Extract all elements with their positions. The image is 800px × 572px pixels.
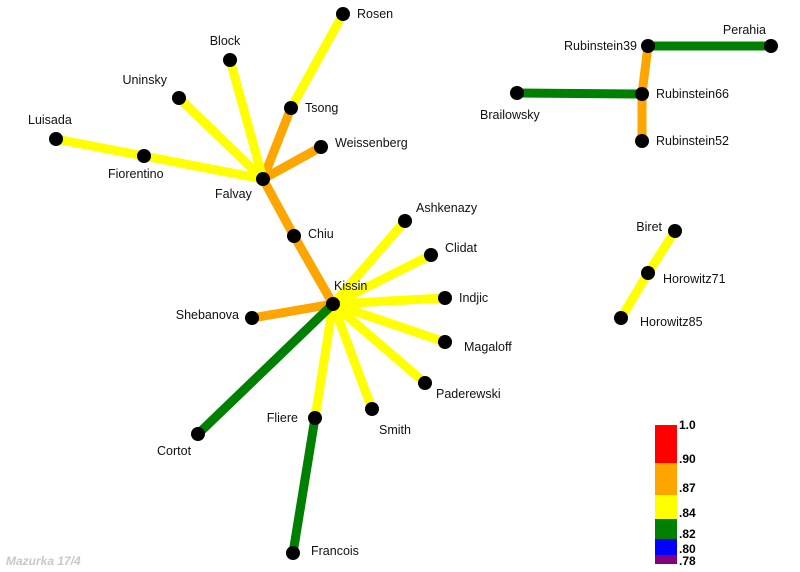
legend-swatch-3 xyxy=(655,519,677,539)
legend-tick-label: .82 xyxy=(679,527,696,541)
node-label-tsong: Tsong xyxy=(305,101,338,115)
legend-tick-label: .78 xyxy=(679,554,696,568)
edge-horowitz71-horowitz85 xyxy=(617,270,652,321)
node-label-kissin: Kissin xyxy=(334,279,367,293)
edge-rosen-tsong xyxy=(287,11,347,111)
node-label-magaloff: Magaloff xyxy=(464,340,512,354)
edge-kissin-shebanova xyxy=(251,299,334,323)
node-label-rubinstein66: Rubinstein66 xyxy=(656,87,729,101)
edge-brailowsky-rubinstein66 xyxy=(516,88,643,99)
node-perahia xyxy=(764,39,778,53)
node-label-rubinstein39: Rubinstein39 xyxy=(564,39,637,53)
edge-tsong-falvay xyxy=(258,106,296,181)
node-horowitz85 xyxy=(614,311,628,325)
node-block xyxy=(223,53,237,67)
node-label-fiorentino: Fiorentino xyxy=(108,167,164,181)
node-luisada xyxy=(49,132,63,146)
edge-fliere-francois xyxy=(288,417,320,554)
legend-tick-label: 1.0 xyxy=(679,418,696,432)
edge-kissin-ashkenazy xyxy=(329,218,409,307)
node-label-cortot: Cortot xyxy=(157,444,192,458)
edge-kissin-magaloff xyxy=(331,299,447,347)
node-smith xyxy=(365,402,379,416)
legend-swatch-2 xyxy=(655,495,677,519)
label-layer: RosenBlockUninskyTsongLuisadaWeissenberg… xyxy=(28,7,766,558)
node-horowitz71 xyxy=(641,266,655,280)
node-label-paderewski: Paderewski xyxy=(436,387,501,401)
node-rubinstein52 xyxy=(635,134,649,148)
node-label-uninsky: Uninsky xyxy=(123,73,168,87)
legend-swatch-5 xyxy=(655,555,677,564)
node-label-smith: Smith xyxy=(379,423,411,437)
edge-kissin-clidat xyxy=(330,250,434,309)
node-biret xyxy=(668,224,682,238)
legend-swatch-4 xyxy=(655,539,677,555)
node-label-ashkenazy: Ashkenazy xyxy=(416,201,478,215)
legend-swatch-1 xyxy=(655,463,677,495)
diagram-caption: Mazurka 17/4 xyxy=(6,554,81,568)
edge-uninsky-falvay xyxy=(175,94,267,183)
node-rosen xyxy=(336,7,350,21)
node-clidat xyxy=(424,248,438,262)
edge-kissin-smith xyxy=(328,302,377,411)
node-label-indjic: Indjic xyxy=(459,291,488,305)
edge-block-falvay xyxy=(225,58,268,181)
edge-layer xyxy=(55,11,771,554)
node-chiu xyxy=(287,229,301,243)
node-label-horowitz85: Horowitz85 xyxy=(640,315,703,329)
node-label-weissenberg: Weissenberg xyxy=(335,136,408,150)
node-tsong xyxy=(284,101,298,115)
edge-luisada-fiorentino xyxy=(55,134,145,161)
node-indjic xyxy=(438,291,452,305)
node-rubinstein66 xyxy=(635,87,649,101)
edge-rubinstein39-rubinstein66 xyxy=(637,45,653,95)
node-uninsky xyxy=(172,91,186,105)
node-paderewski xyxy=(418,376,432,390)
node-label-rubinstein52: Rubinstein52 xyxy=(656,134,729,148)
node-layer xyxy=(49,7,778,560)
legend-tick-label: .80 xyxy=(679,542,696,556)
node-brailowsky xyxy=(510,86,524,100)
node-francois xyxy=(286,546,300,560)
edge-biret-horowitz71 xyxy=(644,228,679,276)
node-fiorentino xyxy=(137,149,151,163)
node-label-fliere: Fliere xyxy=(267,411,298,425)
legend-tick-label: .87 xyxy=(679,481,696,495)
node-cortot xyxy=(191,427,205,441)
edge-kissin-paderewski xyxy=(330,300,428,387)
node-label-chiu: Chiu xyxy=(308,227,334,241)
node-label-horowitz71: Horowitz71 xyxy=(663,272,726,286)
edge-falvay-chiu xyxy=(259,176,298,239)
node-rubinstein39 xyxy=(641,39,655,53)
node-label-luisada: Luisada xyxy=(28,113,72,127)
node-fliere xyxy=(308,411,322,425)
edge-weissenberg-falvay xyxy=(260,143,324,183)
legend-swatch-0 xyxy=(655,425,677,463)
node-magaloff xyxy=(438,335,452,349)
legend-tick-label: .84 xyxy=(679,506,696,520)
node-ashkenazy xyxy=(398,214,412,228)
edge-kissin-cortot xyxy=(194,300,337,438)
node-label-rosen: Rosen xyxy=(357,7,393,21)
node-shebanova xyxy=(245,311,259,325)
edge-fiorentino-falvay xyxy=(143,151,264,184)
node-falvay xyxy=(256,172,270,186)
node-label-shebanova: Shebanova xyxy=(176,308,239,322)
node-kissin xyxy=(326,297,340,311)
edge-chiu-kissin xyxy=(290,233,337,307)
legend-tick-label: .90 xyxy=(679,452,696,466)
node-label-block: Block xyxy=(210,34,241,48)
color-legend: 1.0 .90 .87 .84 .82.80.78 xyxy=(655,418,696,568)
edge-kissin-fliere xyxy=(310,303,338,419)
node-label-francois: Francois xyxy=(311,544,359,558)
node-weissenberg xyxy=(314,140,328,154)
edge-kissin-indjic xyxy=(332,293,446,309)
node-label-falvay: Falvay xyxy=(215,187,253,201)
node-label-brailowsky: Brailowsky xyxy=(480,108,540,122)
node-label-perahia: Perahia xyxy=(723,23,766,37)
node-label-biret: Biret xyxy=(636,220,662,234)
node-label-clidat: Clidat xyxy=(445,241,477,255)
